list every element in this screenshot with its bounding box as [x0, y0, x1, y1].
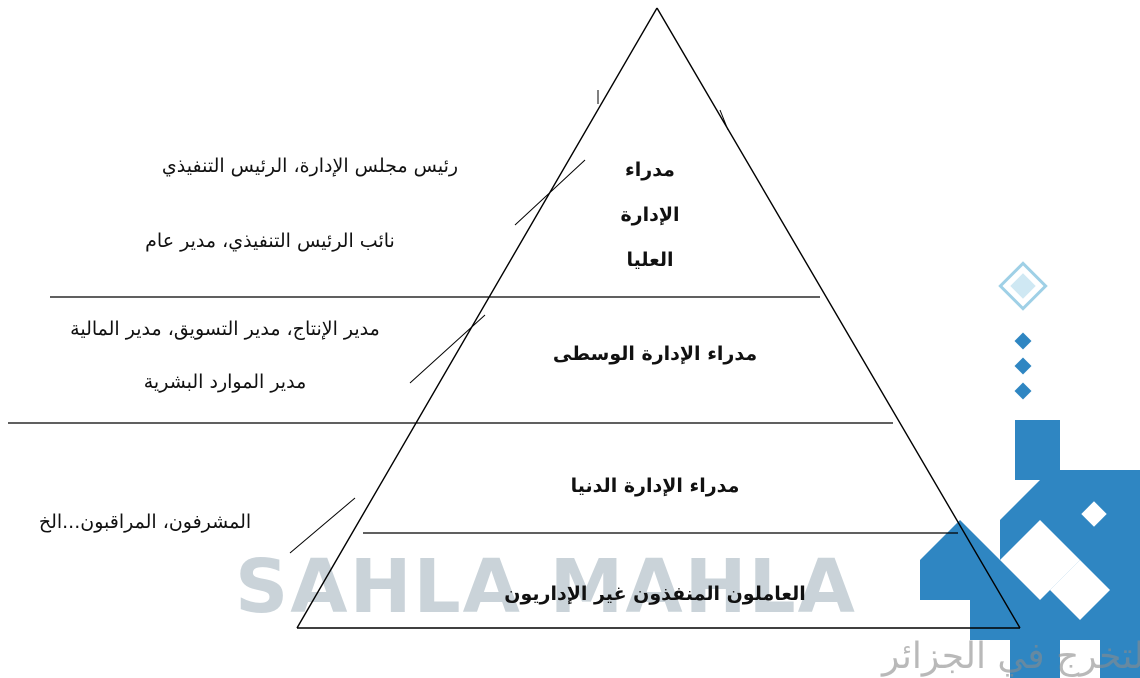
side-label-middle-1: مدير الإنتاج، مدير التسويق، مدير المالية — [70, 318, 380, 340]
level-workers: العاملون المنفذون غير الإداريون — [504, 583, 806, 605]
level-top-line-2: الإدارة — [620, 204, 679, 226]
side-label-lower: المشرفون، المراقبون...الخ — [39, 511, 251, 533]
arabic-calligraphy-logo-icon — [920, 261, 1140, 678]
pointer-lower — [289, 497, 356, 554]
edge-tick-right — [719, 109, 729, 131]
level-middle-management: مدراء الإدارة الوسطى — [553, 343, 757, 365]
side-label-top-2: نائب الرئيس التنفيذي، مدير عام — [145, 230, 395, 252]
side-label-middle-2: مدير الموارد البشرية — [144, 371, 307, 393]
watermark-brand: SAHLA MAHLA — [235, 544, 857, 630]
side-label-top-1: رئيس مجلس الإدارة، الرئيس التنفيذي — [162, 155, 458, 177]
pyramid-left-edge — [296, 7, 658, 629]
watermark-tagline: المصدر الأول لمذكرات التخرج في الجزائر — [880, 633, 1140, 677]
level-top-line-1: مدراء — [625, 159, 675, 181]
level-top-line-3: العليا — [626, 249, 673, 271]
level-top-management: مدراء الإدارة العليا — [620, 159, 679, 271]
pyramid-right-edge — [656, 7, 1021, 629]
pointer-top — [514, 159, 586, 226]
pointer-middle — [409, 314, 486, 384]
level-lower-management: مدراء الإدارة الدنيا — [571, 475, 740, 497]
